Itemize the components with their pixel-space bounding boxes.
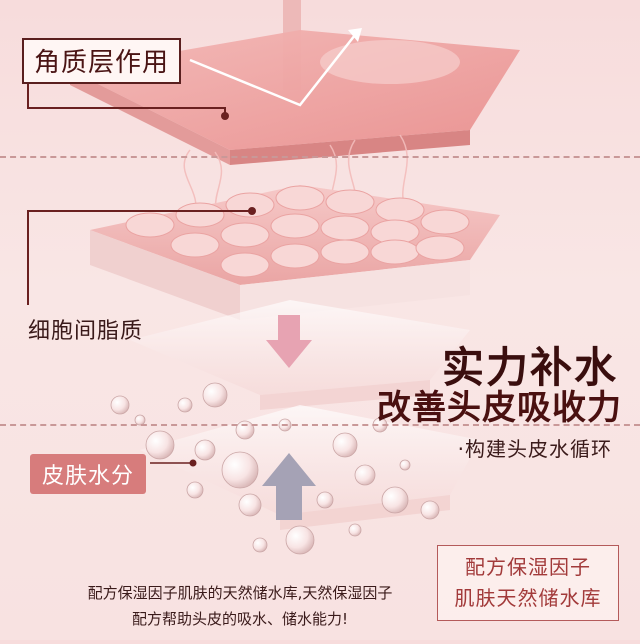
formula-box: 配方保湿因子 肌肤天然储水库: [437, 545, 619, 621]
intercellular-lipids-label: 细胞间脂质: [28, 319, 144, 344]
headline-note: ·构建头皮水循环: [457, 437, 612, 461]
headline-subtitle: 改善头皮吸收力: [377, 388, 622, 428]
description-line2: 配方帮助头皮的吸水、储水能力!: [131, 610, 348, 628]
down-arrow: [266, 315, 312, 368]
stratum-corneum-label: 角质层作用: [22, 38, 182, 84]
connector-line-2: [27, 210, 250, 305]
connector-line-1: [27, 78, 226, 115]
skin-moisture-label: 皮肤水分: [30, 454, 147, 494]
formula-box-line1: 配方保湿因子: [465, 555, 591, 579]
honeycomb-layer: [90, 185, 500, 320]
headline-title: 实力补水: [441, 343, 618, 392]
description-line1: 配方保湿因子肌肤的天然储水库,天然保湿因子: [87, 584, 393, 602]
formula-box-line2: 肌肤天然储水库: [454, 586, 602, 610]
up-arrow: [262, 453, 316, 520]
top-arrow: [189, 28, 362, 107]
divider-2: [0, 424, 640, 426]
description: 配方保湿因子肌肤的天然储水库,天然保湿因子 配方帮助头皮的吸水、储水能力!: [30, 580, 450, 632]
divider-1: [0, 156, 640, 158]
bubbles: [110, 382, 440, 555]
